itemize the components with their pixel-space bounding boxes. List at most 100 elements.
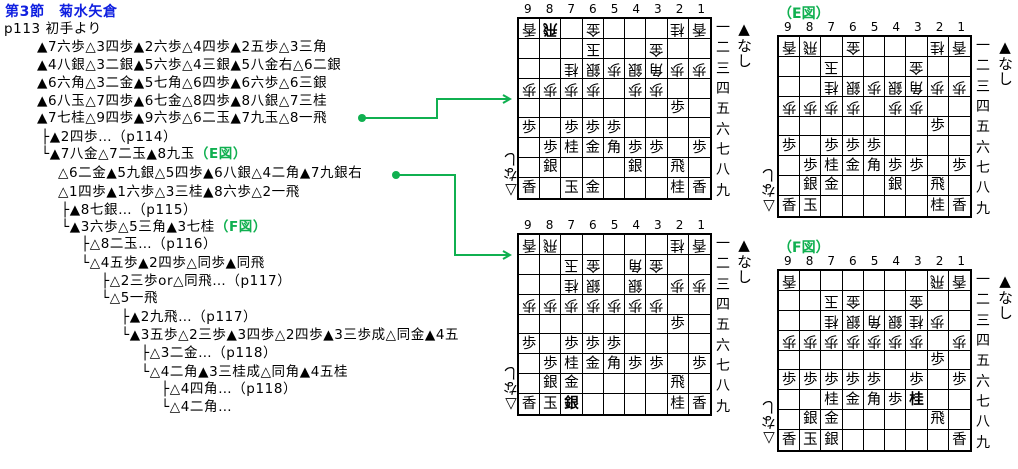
board-square[interactable] (800, 116, 822, 137)
board-square[interactable]: 香 (689, 394, 710, 414)
board-square[interactable]: 桂 (821, 76, 843, 97)
board-square[interactable]: 桂 (906, 310, 928, 331)
board-square[interactable] (667, 38, 689, 59)
board-square[interactable]: 玉 (582, 38, 604, 59)
board-square[interactable]: 桂 (821, 156, 843, 177)
board-square[interactable] (821, 116, 843, 137)
board-square[interactable]: 歩 (625, 78, 647, 99)
board-square[interactable]: 歩 (842, 370, 864, 391)
board-square[interactable] (885, 370, 907, 391)
board-square[interactable]: 歩 (646, 78, 668, 99)
board-square[interactable] (948, 410, 970, 431)
board-square[interactable]: 歩 (519, 78, 541, 99)
board-square[interactable]: 歩 (927, 310, 949, 331)
board-square[interactable] (540, 334, 562, 355)
board-square[interactable]: 歩 (842, 136, 864, 157)
board-square[interactable] (948, 97, 970, 117)
board-square[interactable] (927, 156, 949, 177)
board-square[interactable] (800, 310, 822, 331)
board-square[interactable] (646, 394, 668, 414)
board-square[interactable]: 桂 (668, 178, 689, 198)
board-square[interactable] (863, 350, 886, 371)
board-square[interactable]: 歩 (519, 334, 541, 355)
board-square[interactable] (688, 315, 710, 335)
board-square[interactable]: 銀 (625, 58, 647, 79)
board-square[interactable] (583, 394, 604, 414)
board-square[interactable]: 歩 (540, 78, 562, 99)
board-square[interactable]: 銀 (561, 394, 583, 414)
board-square[interactable] (821, 350, 843, 371)
board-square[interactable] (667, 138, 689, 159)
board-square[interactable]: 銀 (885, 176, 907, 197)
board-square[interactable]: 銀 (842, 76, 864, 97)
board-square[interactable] (688, 39, 710, 59)
board-square[interactable]: 金 (842, 390, 864, 411)
board-square[interactable] (688, 295, 710, 315)
board-square[interactable]: 香 (688, 19, 710, 39)
board-square[interactable]: 歩 (688, 59, 710, 79)
board-square[interactable] (927, 56, 949, 77)
board-square[interactable]: 銀 (800, 410, 822, 431)
board-square[interactable]: 歩 (603, 58, 626, 79)
board-square[interactable]: 香 (949, 196, 970, 216)
board-square[interactable]: 歩 (842, 330, 864, 351)
board-square[interactable]: 香 (519, 19, 541, 39)
board-square[interactable]: 歩 (800, 370, 822, 391)
board-square[interactable]: 金 (582, 354, 604, 375)
board-square[interactable] (779, 116, 801, 137)
board-square[interactable] (625, 118, 647, 139)
board-square[interactable]: 歩 (646, 138, 668, 159)
board-square[interactable]: 歩 (948, 156, 970, 177)
board-square[interactable] (800, 350, 822, 371)
board-square[interactable] (688, 99, 710, 119)
board-square[interactable] (667, 354, 689, 375)
board-square[interactable]: 飛 (667, 374, 689, 395)
board-square[interactable] (948, 351, 970, 371)
board-square[interactable]: 香 (519, 394, 541, 414)
board-square[interactable] (842, 410, 864, 431)
board-square[interactable]: 桂 (667, 235, 689, 255)
board-square[interactable]: 歩 (667, 314, 689, 335)
board-square[interactable]: 銀 (885, 76, 907, 97)
board-square[interactable] (540, 38, 562, 59)
board-square[interactable] (688, 255, 710, 275)
board-square[interactable] (625, 19, 647, 39)
board-square[interactable]: 香 (948, 37, 970, 57)
board-square[interactable]: 香 (779, 430, 801, 450)
board-square[interactable]: 玉 (561, 254, 583, 275)
board-square[interactable]: 金 (821, 410, 843, 431)
board-square[interactable] (906, 410, 928, 431)
board-square[interactable]: 銀 (625, 274, 647, 295)
board-square[interactable] (843, 196, 864, 216)
board-square[interactable]: 角 (906, 76, 928, 97)
board-square[interactable]: 金 (646, 254, 668, 275)
board-square[interactable] (821, 271, 843, 291)
board-square[interactable] (625, 374, 647, 395)
board-square[interactable] (906, 271, 928, 291)
board-square[interactable] (800, 390, 822, 411)
board-square[interactable] (906, 136, 928, 157)
board-square[interactable]: 歩 (603, 294, 626, 315)
board-square[interactable]: 歩 (842, 96, 864, 117)
board-square[interactable] (540, 118, 562, 139)
board-square[interactable]: 飛 (540, 235, 562, 255)
board-square[interactable]: 桂 (927, 37, 949, 57)
board-square[interactable] (603, 78, 626, 99)
board-square[interactable]: 歩 (561, 118, 583, 139)
board-square[interactable]: 金 (842, 37, 864, 57)
board-square[interactable] (646, 235, 668, 255)
board-square[interactable] (842, 350, 864, 371)
board-square[interactable] (603, 235, 626, 255)
board-square[interactable]: 銀 (625, 158, 647, 179)
board-square[interactable] (842, 271, 864, 291)
board-square[interactable]: 金 (646, 38, 668, 59)
board-square[interactable]: 飛 (927, 410, 949, 431)
board-square[interactable]: 歩 (821, 136, 843, 157)
board-square[interactable]: 歩 (540, 354, 562, 375)
board-square[interactable]: 飛 (927, 176, 949, 197)
board-square[interactable]: 角 (863, 156, 886, 177)
board-square[interactable] (928, 430, 949, 450)
board-square[interactable] (779, 56, 801, 77)
board-square[interactable] (885, 271, 907, 291)
board-square[interactable] (540, 254, 562, 275)
